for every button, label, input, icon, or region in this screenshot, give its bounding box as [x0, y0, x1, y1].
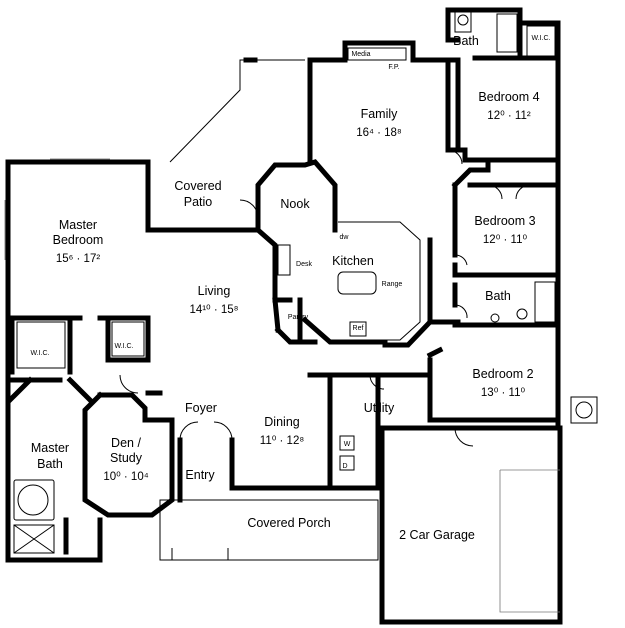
- label-wic-2: W.I.C.: [114, 343, 133, 350]
- label-ref: Ref: [353, 325, 364, 332]
- label-bath-mid: Bath: [485, 289, 511, 303]
- label-living-dim: 14¹⁰ · 15⁸: [189, 304, 238, 316]
- label-covered-patio-2: Patio: [184, 195, 213, 209]
- room-labels: Bath W.I.C. Media F.P. Family 16⁴ · 18⁸ …: [30, 34, 550, 542]
- label-entry: Entry: [185, 468, 215, 482]
- label-media: Media: [351, 51, 370, 58]
- label-wic-top: W.I.C.: [531, 35, 550, 42]
- label-bedroom3: Bedroom 3: [474, 214, 535, 228]
- label-master-1: Master: [59, 218, 97, 232]
- fine-lines: [4, 11, 598, 613]
- label-den-2: Study: [110, 451, 143, 465]
- label-wic-1: W.I.C.: [30, 350, 49, 357]
- label-living: Living: [198, 284, 231, 298]
- label-dishwasher: dw: [340, 234, 350, 241]
- label-bedroom3-dim: 12⁰ · 11⁰: [483, 234, 528, 246]
- label-covered-porch: Covered Porch: [247, 516, 330, 530]
- label-dining: Dining: [264, 415, 299, 429]
- label-covered-patio-1: Covered: [174, 179, 221, 193]
- label-bedroom4-dim: 12⁰ · 11²: [487, 110, 531, 122]
- label-desk: Desk: [296, 261, 312, 268]
- label-family-dim: 16⁴ · 18⁸: [356, 127, 402, 139]
- label-washer: W: [344, 441, 351, 448]
- label-dryer: D: [342, 463, 347, 470]
- label-master-bath-2: Bath: [37, 457, 63, 471]
- label-range: Range: [382, 281, 403, 288]
- label-family: Family: [361, 107, 399, 121]
- label-bedroom4: Bedroom 4: [478, 90, 539, 104]
- label-master-dim: 15⁶ · 17²: [56, 253, 101, 265]
- label-fireplace: F.P.: [388, 64, 399, 71]
- label-pantry: Pantry: [288, 314, 309, 321]
- label-bedroom2-dim: 13⁰ · 11⁰: [481, 387, 526, 399]
- label-kitchen: Kitchen: [332, 254, 374, 268]
- label-foyer: Foyer: [185, 401, 217, 415]
- label-utility: Utility: [364, 401, 395, 415]
- label-nook: Nook: [280, 197, 310, 211]
- label-den-dim: 10⁰ · 10⁴: [103, 471, 148, 483]
- label-master-bath-1: Master: [31, 441, 69, 455]
- label-dining-dim: 11⁰ · 12⁸: [260, 435, 305, 447]
- label-master-2: Bedroom: [53, 233, 104, 247]
- walls: [5, 7, 563, 625]
- label-bath-top: Bath: [453, 34, 479, 48]
- label-den-1: Den /: [111, 436, 141, 450]
- label-bedroom2: Bedroom 2: [472, 367, 533, 381]
- label-garage: 2 Car Garage: [399, 528, 475, 542]
